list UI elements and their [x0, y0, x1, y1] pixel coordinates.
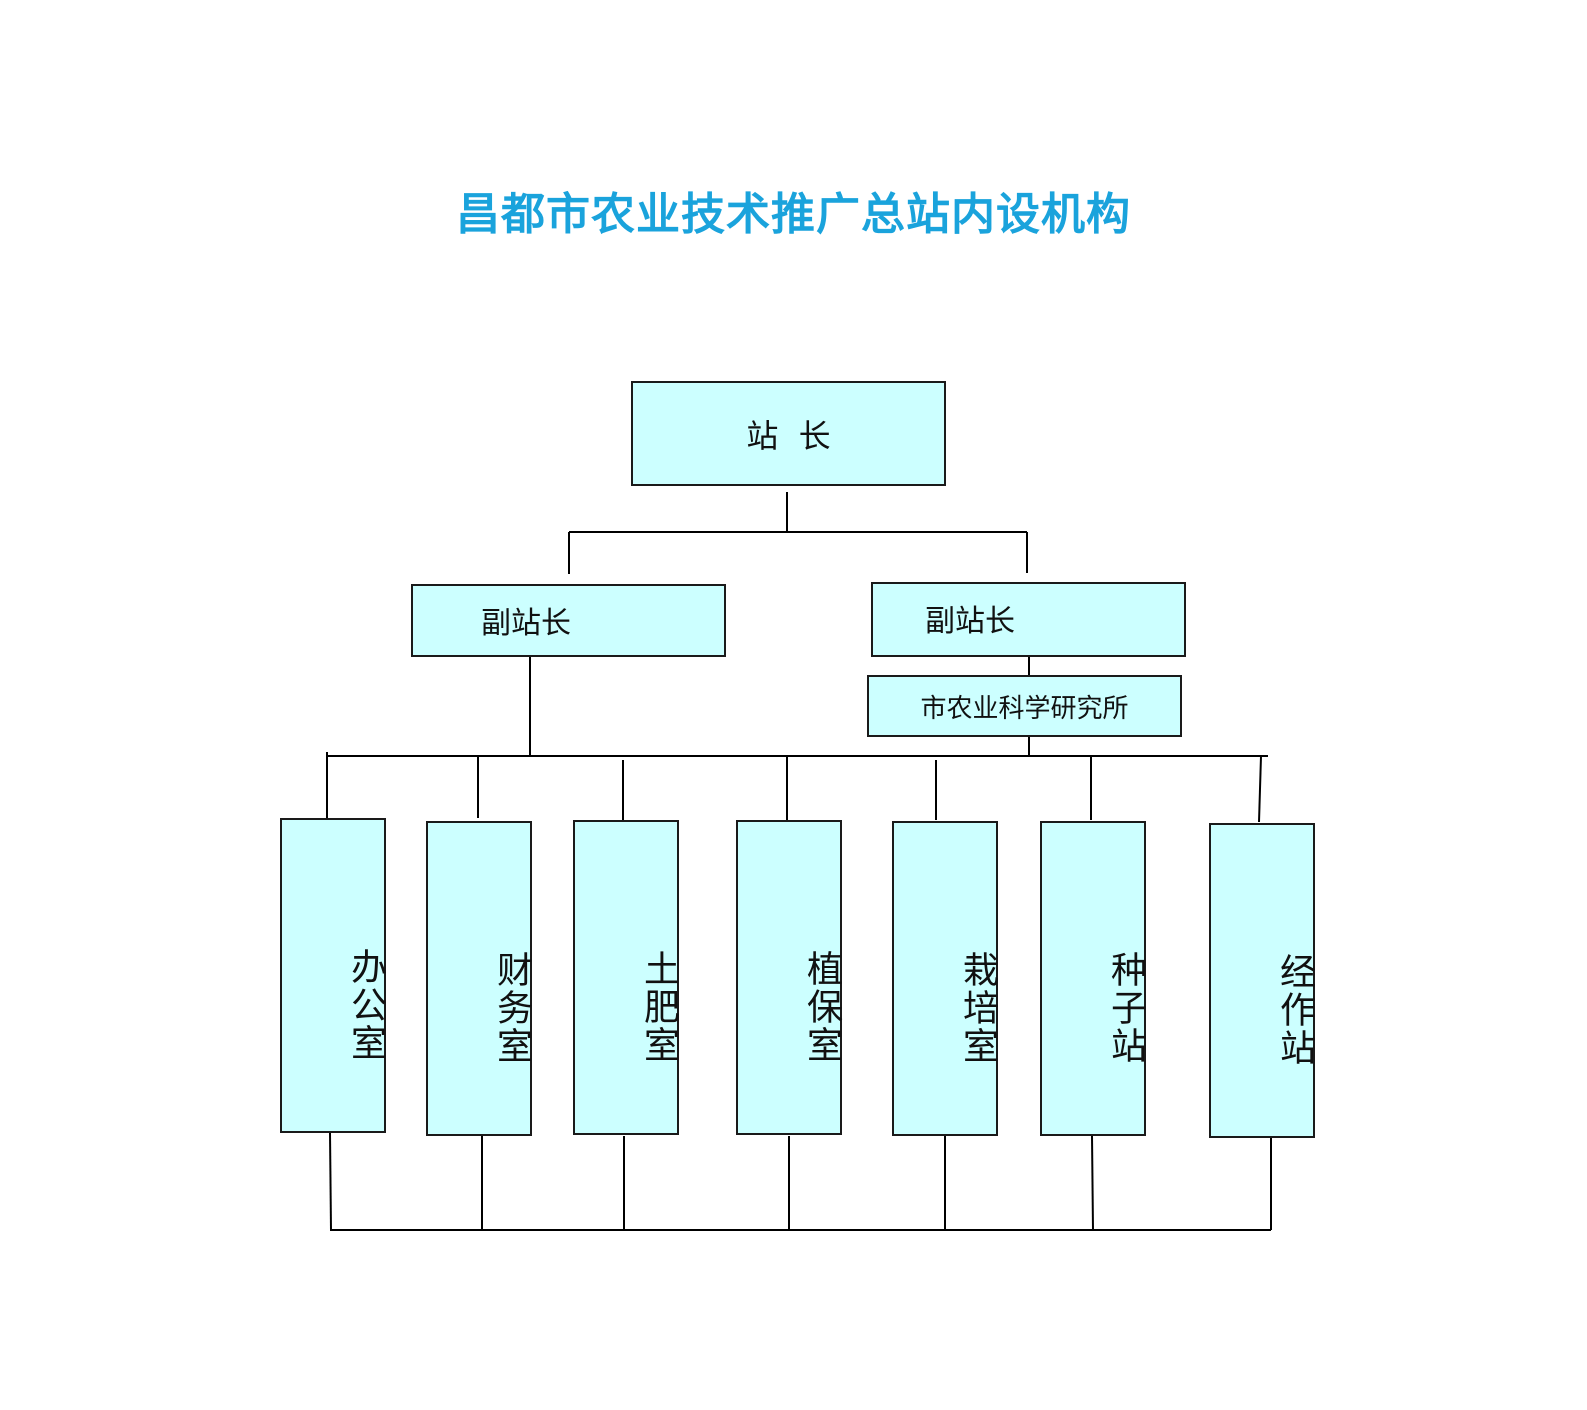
unit-office-label: 办公室 [345, 947, 386, 1062]
connector-unit1-bottom [329, 1132, 332, 1231]
deputy-head-2-label: 副站长 [925, 604, 1015, 639]
box-unit-plant-protection: 植保室 [736, 820, 842, 1135]
box-station-head: 站 长 [631, 381, 946, 486]
unit-plant-protection-label: 植保室 [801, 949, 842, 1064]
unit-cultivation-label: 栽培室 [957, 950, 998, 1065]
box-deputy-head-2: 副站长 [871, 582, 1186, 657]
box-research-institute: 市农业科学研究所 [867, 675, 1182, 737]
unit-soil-fertilizer-label: 土肥室 [638, 949, 679, 1064]
connector-unit6-bottom [1091, 1135, 1094, 1231]
research-institute-label: 市农业科学研究所 [920, 693, 1129, 724]
box-unit-finance: 财务室 [426, 821, 532, 1136]
box-unit-cash-crop-station: 经作站 [1209, 823, 1315, 1138]
box-deputy-head-1: 副站长 [411, 584, 726, 657]
box-unit-office: 办公室 [280, 818, 386, 1133]
box-unit-soil-fertilizer: 土肥室 [573, 820, 679, 1135]
box-unit-cultivation: 栽培室 [892, 821, 998, 1136]
deputy-head-1-label: 副站长 [481, 606, 571, 641]
unit-seed-station-label: 种子站 [1105, 950, 1146, 1065]
unit-cash-crop-station-label: 经作站 [1274, 952, 1315, 1067]
connector-unit7-top [1258, 755, 1262, 823]
unit-finance-label: 财务室 [491, 950, 532, 1065]
box-unit-seed-station: 种子站 [1040, 821, 1146, 1136]
station-head-label: 站 长 [746, 416, 831, 455]
chart-title: 昌都市农业技术推广总站内设机构 [456, 189, 1131, 240]
